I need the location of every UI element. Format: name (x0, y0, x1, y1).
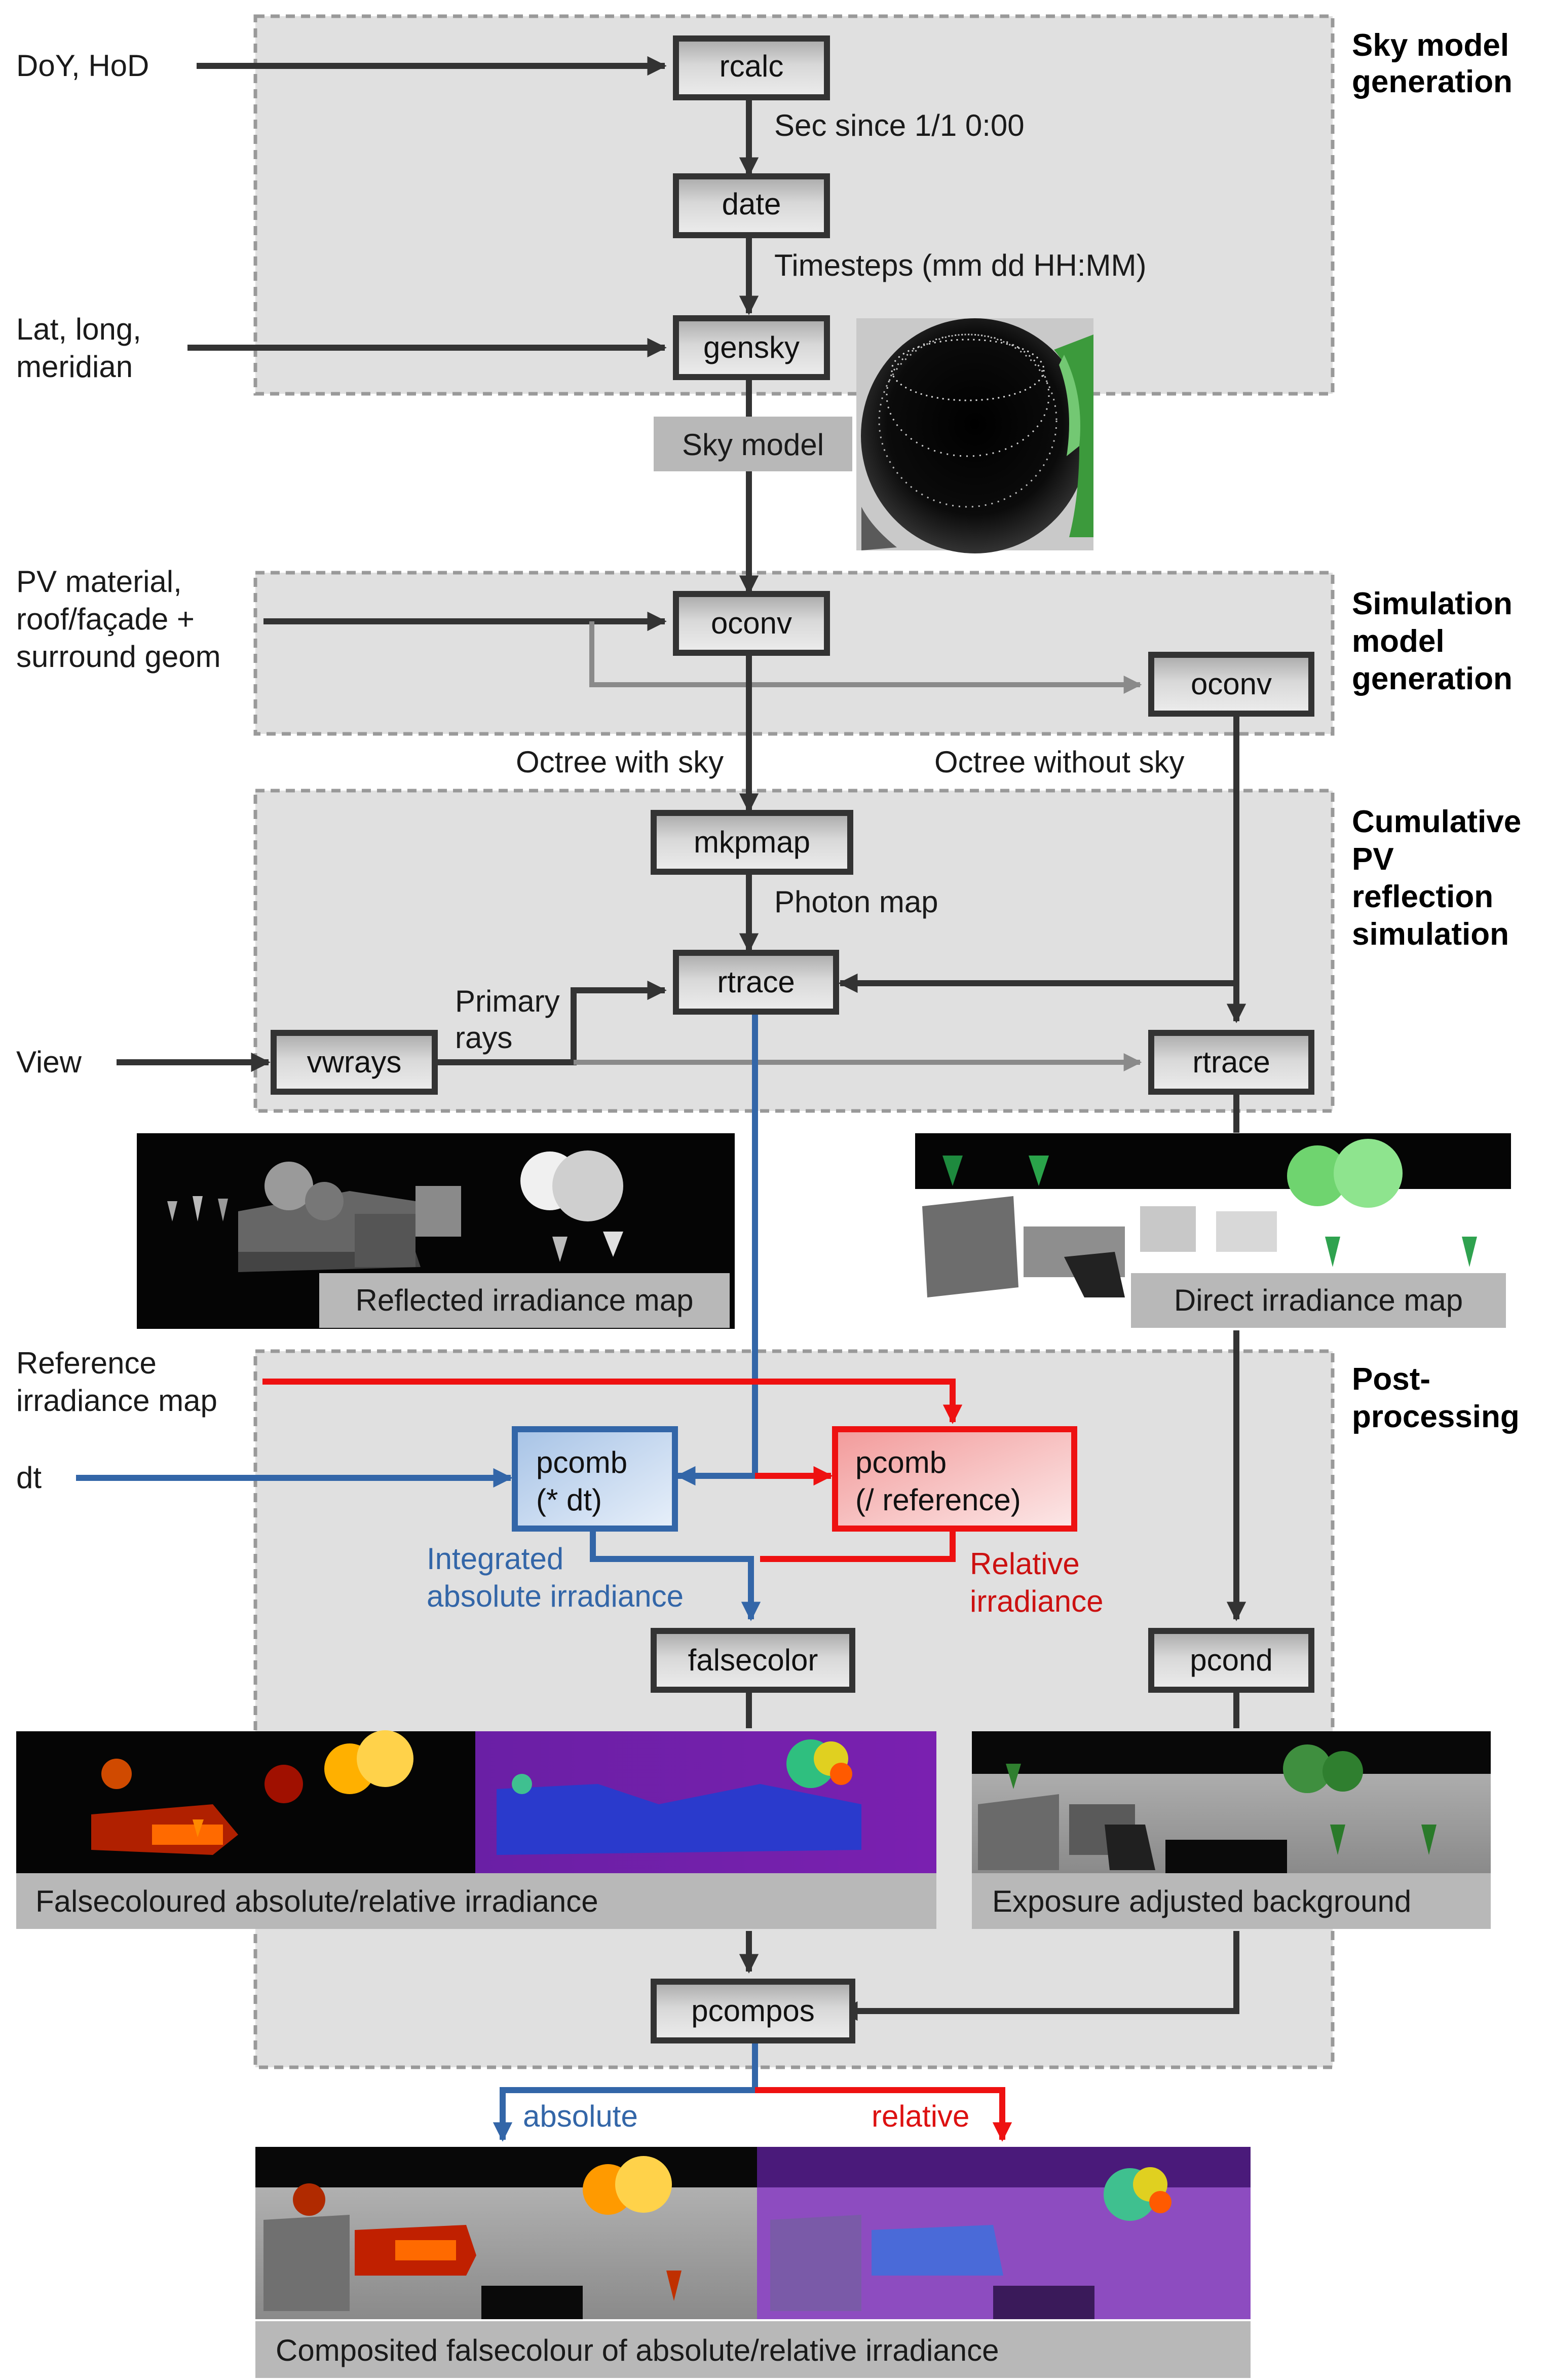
svg-text:falsecolor: falsecolor (688, 1643, 818, 1677)
svg-text:vwrays: vwrays (307, 1045, 402, 1079)
node-pcompos: pcompos (651, 1979, 855, 2043)
node-rtrace-1: rtrace (673, 950, 839, 1015)
input-pv: PV material, roof/façade + surround geom (16, 565, 221, 674)
node-pcomb-reference: pcomb (/ reference) (832, 1426, 1077, 1532)
edge-vwrays-rtrace1 (436, 980, 667, 1065)
label-relative-out: relative (872, 2099, 969, 2133)
edge-pcomb1-falsecolor (590, 1531, 761, 1621)
input-reference: Reference irradiance map (16, 1346, 217, 1418)
section-title-sim: Simulation model generation (1352, 586, 1521, 696)
svg-text:Direct irradiance map: Direct irradiance map (1174, 1283, 1463, 1317)
edge-ref-pcomb2 (262, 1379, 963, 1424)
node-mkpmap: mkpmap (651, 810, 853, 875)
falsecoloured-relative-image (475, 1731, 936, 1873)
composited-caption: Composited falsecolour of absolute/relat… (255, 2321, 1251, 2378)
composited-relative-image (757, 2147, 1251, 2319)
label-octree-sky: Octree with sky (516, 745, 724, 779)
label-absolute-out: absolute (523, 2099, 638, 2133)
label-sec-since: Sec since 1/1 0:00 (774, 108, 1025, 142)
edge-exposure-pcompos (838, 1931, 1239, 2021)
node-vwrays: vwrays (271, 1030, 438, 1095)
edge-pcompos-relative (755, 2087, 1012, 2142)
svg-text:mkpmap: mkpmap (694, 825, 810, 859)
direct-caption: Direct irradiance map (1131, 1273, 1506, 1328)
section-title-sky: Sky model generation (1352, 28, 1518, 99)
edge-pcompos-absolute (493, 2042, 758, 2142)
svg-text:date: date (722, 187, 781, 221)
edge-pcomb2-falsecolor (760, 1531, 956, 1562)
label-octree-nosky: Octree without sky (934, 745, 1185, 779)
label-primary-rays: Primary rays (455, 984, 568, 1055)
sky-model-image (856, 318, 1093, 553)
edge-pv-oconv2 (589, 621, 1142, 694)
svg-text:Falsecoloured absolute/relativ: Falsecoloured absolute/relative irradian… (35, 1884, 598, 1918)
label-relative: Relative irradiance (970, 1547, 1103, 1618)
label-integrated: Integrated absolute irradiance (427, 1542, 684, 1613)
label-photon-map: Photon map (774, 885, 938, 919)
input-lat: Lat, long, meridian (16, 312, 150, 384)
node-falsecolor: falsecolor (651, 1628, 855, 1693)
node-date: date (673, 173, 830, 238)
label-timesteps: Timesteps (mm dd HH:MM) (774, 248, 1146, 282)
svg-text:oconv: oconv (711, 606, 792, 640)
svg-text:pcomb (* dt): pcomb (* dt) (536, 1445, 636, 1517)
node-gensky: gensky (673, 315, 830, 380)
node-pcomb-dt: pcomb (* dt) (512, 1426, 678, 1532)
node-oconv-1: oconv (673, 591, 830, 656)
svg-text:Exposure adjusted background: Exposure adjusted background (992, 1884, 1411, 1918)
input-view: View (16, 1045, 82, 1079)
node-pcond: pcond (1148, 1628, 1314, 1693)
svg-text:rtrace: rtrace (1192, 1045, 1270, 1079)
exposure-caption: Exposure adjusted background (972, 1873, 1491, 1929)
exposure-image (972, 1731, 1491, 1873)
svg-text:pcond: pcond (1190, 1643, 1272, 1677)
svg-text:Sky model: Sky model (682, 428, 824, 462)
svg-text:oconv: oconv (1191, 667, 1272, 701)
reflected-caption: Reflected irradiance map (319, 1273, 730, 1328)
section-post-processing (253, 1349, 1335, 2069)
falsecoloured-absolute-image (16, 1730, 475, 1873)
svg-text:gensky: gensky (703, 330, 800, 364)
composited-absolute-image (255, 2147, 757, 2319)
svg-text:rtrace: rtrace (717, 965, 795, 999)
section-title-post: Post- processing (1352, 1362, 1520, 1434)
svg-text:pcompos: pcompos (691, 1994, 814, 2028)
sky-model-caption: Sky model (654, 417, 852, 471)
section-title-cum: Cumulative PV reflection simulation (1352, 804, 1530, 952)
svg-text:pcomb (/ reference): pcomb (/ reference) (855, 1445, 1021, 1517)
input-doy: DoY, HoD (16, 49, 149, 83)
svg-text:Composited falsecolour of abso: Composited falsecolour of absolute/relat… (276, 2333, 999, 2367)
node-rcalc: rcalc (673, 35, 830, 100)
svg-text:Reflected irradiance map: Reflected irradiance map (355, 1283, 693, 1317)
node-oconv-2: oconv (1148, 652, 1314, 717)
falsecoloured-caption: Falsecoloured absolute/relative irradian… (16, 1873, 936, 1929)
svg-text:rcalc: rcalc (720, 49, 784, 83)
input-dt: dt (16, 1461, 42, 1495)
node-rtrace-2: rtrace (1148, 1030, 1314, 1095)
